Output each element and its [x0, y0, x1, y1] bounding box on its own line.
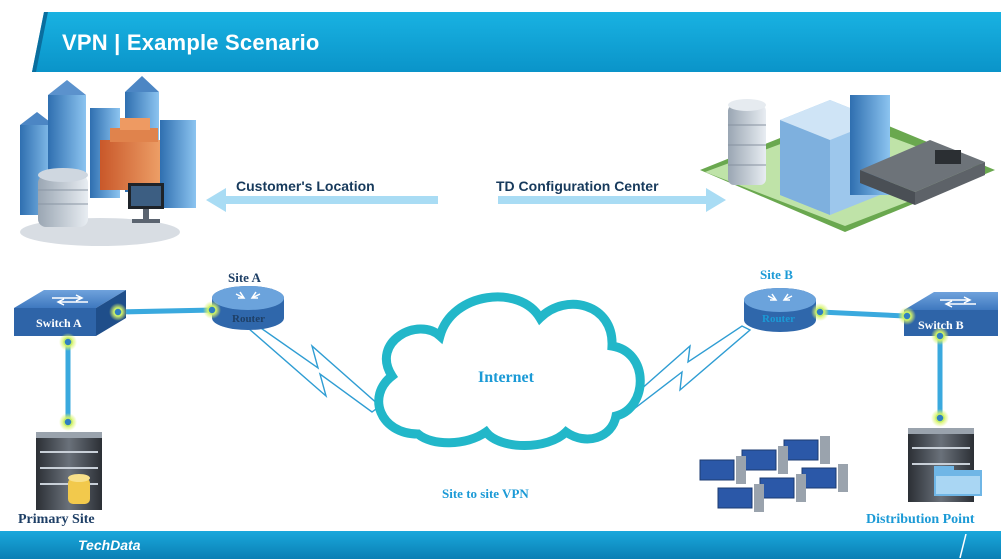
switch-b-label: Switch B — [918, 318, 964, 332]
primary-server-icon — [36, 432, 102, 510]
network-links — [65, 307, 943, 422]
connection-points — [59, 301, 949, 431]
site-b-label: Site B — [760, 267, 793, 282]
router-a-label: Router — [232, 313, 265, 325]
distribution-point-label: Distribution Point — [866, 512, 975, 527]
techdata-logo: TechData — [78, 537, 141, 553]
workstations-illustration — [699, 436, 848, 512]
td-campus-illustration — [700, 95, 995, 232]
arrow-td-center — [498, 188, 726, 212]
header-bar — [0, 12, 1001, 72]
internet-label: Internet — [478, 369, 534, 386]
switch-a-label: Switch A — [36, 316, 82, 330]
customer-buildings-illustration — [20, 76, 196, 246]
header-notch — [0, 12, 48, 72]
distribution-server-icon — [908, 428, 982, 502]
router-b-label: Router — [762, 313, 795, 325]
router-a — [212, 286, 284, 330]
footer-slash-icon — [959, 534, 967, 558]
page-title: VPN | Example Scenario — [62, 30, 320, 55]
switch-b — [904, 292, 998, 336]
vpn-link-left — [246, 325, 382, 413]
internet-cloud — [374, 292, 645, 450]
footer-bar — [0, 531, 1001, 559]
site-a-label: Site A — [228, 270, 261, 285]
customer-location-label: Customer's Location — [236, 178, 375, 194]
td-configuration-center-label: TD Configuration Center — [496, 178, 659, 194]
primary-site-label: Primary Site — [18, 512, 95, 527]
arrow-customer — [206, 188, 438, 212]
site-to-site-vpn-label: Site to site VPN — [442, 486, 529, 501]
router-b — [744, 288, 816, 332]
